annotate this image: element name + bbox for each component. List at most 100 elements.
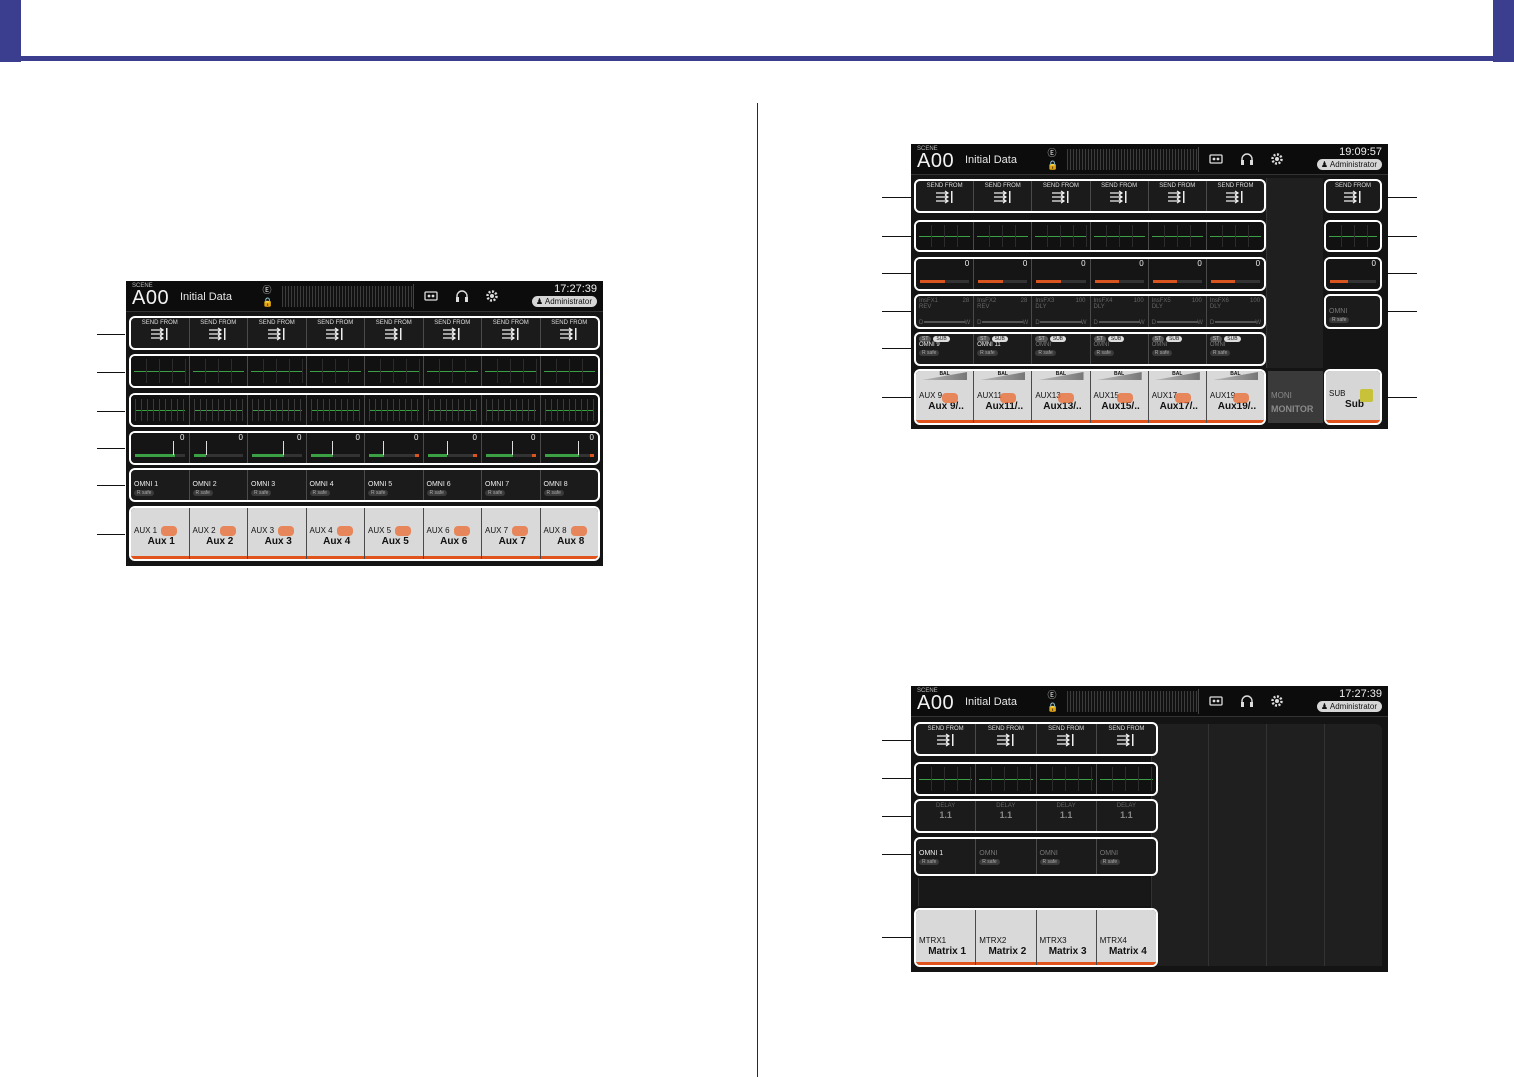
send-from-cell[interactable]: SEND FROM (481, 318, 540, 348)
gain-cell[interactable]: 0 (131, 433, 189, 463)
dynamics-thumbnail[interactable] (131, 395, 189, 425)
send-from-cell[interactable]: SEND FROM (1326, 181, 1380, 211)
eq-thumbnail[interactable] (916, 764, 976, 794)
st-button[interactable]: ST (1151, 336, 1165, 342)
dynamics-thumbnail[interactable] (422, 395, 481, 425)
gain-cell[interactable]: 0 (1205, 259, 1264, 289)
headphones-icon[interactable] (455, 289, 469, 303)
eq-thumbnail[interactable] (305, 356, 364, 386)
scene-number[interactable]: A00 (917, 150, 955, 172)
eq-thumbnail[interactable] (188, 356, 247, 386)
eq-thumbnail[interactable] (422, 356, 481, 386)
gain-cell[interactable]: 0 (364, 433, 423, 463)
eq-thumbnail[interactable] (247, 356, 306, 386)
send-from-cell[interactable]: SEND FROM (916, 724, 975, 754)
send-from-cell[interactable]: SEND FROM (1147, 181, 1206, 211)
eq-thumbnail[interactable] (1031, 222, 1090, 250)
eq-thumbnail[interactable] (973, 222, 1032, 250)
scene-number[interactable]: A00 (917, 692, 955, 714)
send-from-cell[interactable]: SEND FROM (188, 318, 248, 348)
gain-cell[interactable]: 0 (422, 433, 481, 463)
eq-thumbnail[interactable] (1035, 764, 1096, 794)
dynamics-thumbnail[interactable] (188, 395, 247, 425)
sub-name-cell[interactable]: SUB Sub (1326, 371, 1380, 423)
sub-button[interactable]: SUB (1049, 336, 1067, 342)
omni-cell[interactable]: OMNI R safe (1326, 296, 1380, 327)
st-button[interactable]: ST (977, 336, 990, 342)
dynamics-thumbnail[interactable] (539, 395, 598, 425)
send-from-cell[interactable]: SEND FROM (247, 318, 306, 348)
sub-button[interactable]: SUB (1224, 336, 1241, 342)
eq-thumbnail[interactable] (364, 356, 423, 386)
send-from-cell[interactable]: SEND FROM (305, 318, 365, 348)
send-from-cell[interactable]: SEND FROM (364, 318, 423, 348)
send-from-cell[interactable]: SEND FROM (973, 181, 1031, 211)
scene-title[interactable]: Initial Data (965, 696, 1017, 708)
send-from-cell[interactable]: SEND FROM (975, 724, 1035, 754)
st-button[interactable]: ST (919, 336, 932, 342)
gear-icon[interactable] (485, 289, 499, 303)
dynamics-thumbnail[interactable] (247, 395, 306, 425)
eq-thumbnail[interactable] (1147, 222, 1206, 250)
user-badge[interactable]: ♟ Administrator (1316, 701, 1382, 712)
sub-button[interactable]: SUB (1166, 336, 1183, 342)
gain-cell[interactable]: 0 (1326, 259, 1380, 289)
headphones-icon[interactable] (1240, 152, 1254, 166)
gain-cell[interactable]: 0 (1031, 259, 1090, 289)
eq-thumbnail[interactable] (481, 356, 540, 386)
eq-thumbnail[interactable] (1095, 764, 1156, 794)
user-badge[interactable]: ♟ Administrator (531, 296, 597, 307)
send-from-cell[interactable]: SEND FROM (422, 318, 482, 348)
st-button[interactable]: ST (1035, 336, 1048, 342)
st-button[interactable]: ST (1209, 336, 1223, 342)
dynamics-thumbnail[interactable] (305, 395, 364, 425)
eq-thumbnail[interactable] (1205, 222, 1264, 250)
eq-thumbnail[interactable] (1089, 222, 1148, 250)
sub-button[interactable]: SUB (1107, 336, 1125, 342)
gain-cell[interactable]: 0 (481, 433, 540, 463)
eq-thumbnail[interactable] (539, 356, 598, 386)
scene-title[interactable]: Initial Data (180, 291, 232, 303)
eq-thumbnail[interactable] (131, 356, 189, 386)
st-button[interactable]: ST (1093, 336, 1106, 342)
gain-cell[interactable]: 0 (188, 433, 247, 463)
eq-thumbnail[interactable] (975, 764, 1036, 794)
sub-button[interactable]: SUB (991, 336, 1008, 342)
